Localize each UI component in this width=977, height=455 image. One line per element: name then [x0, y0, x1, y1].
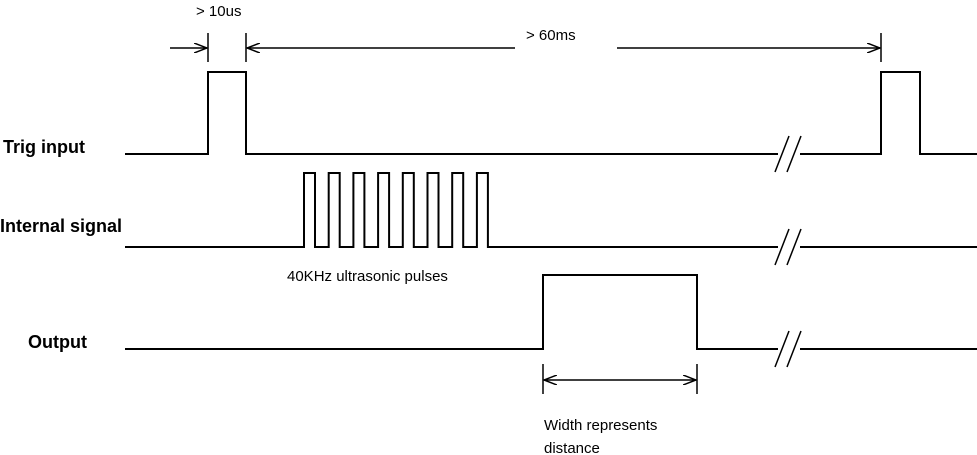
output-width-dimension	[542, 364, 698, 394]
output-width-label-line1: Width represents	[544, 417, 657, 434]
trig-input-waveform-continued	[800, 71, 977, 155]
burst-label: 40KHz ultrasonic pulses	[287, 268, 448, 285]
output-label: Output	[28, 332, 87, 352]
trig-input-waveform	[125, 71, 778, 155]
cycle-period-label: > 60ms	[526, 27, 576, 44]
output-waveform	[125, 274, 778, 350]
output-width-label-line2: distance	[544, 440, 600, 455]
internal-break-mark	[774, 228, 802, 266]
trig-pulse-width-dimension	[170, 33, 247, 62]
internal-signal-label: Internal signal	[0, 216, 122, 236]
trig-break-mark	[774, 135, 802, 173]
cycle-period-dimension	[247, 33, 882, 62]
output-break-mark	[774, 330, 802, 368]
trig-pulse-width-label: > 10us	[196, 3, 241, 20]
internal-signal-waveform	[125, 172, 778, 248]
trig-input-label: Trig input	[3, 137, 85, 157]
